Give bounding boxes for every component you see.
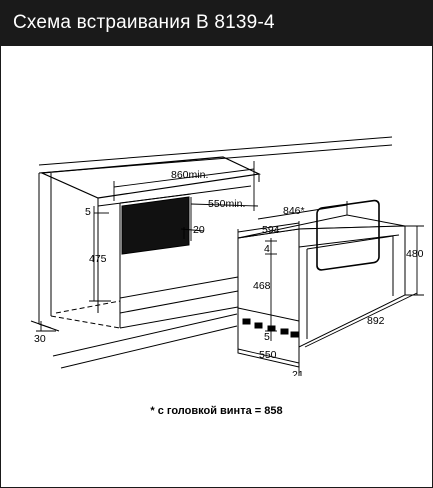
dim-5-top: 5 (85, 206, 91, 218)
page-title: Схема встраивания B 8139-4 (13, 12, 275, 33)
dim-860min: 860min. (171, 169, 208, 181)
dim-846: 846* (283, 205, 305, 217)
dim-475: 475 (89, 253, 107, 265)
dim-5-bottom: 5 (264, 331, 270, 343)
dim-30: 30 (34, 333, 46, 345)
dim-21: 21 (292, 369, 304, 376)
floor-lines (52, 313, 238, 369)
dim-20: 20 (193, 224, 205, 236)
header-bar: Схема встраивания B 8139-4 (1, 1, 432, 46)
dim-550min: 550min. (208, 198, 245, 210)
footnote: * с головкой винта = 858 (150, 405, 283, 417)
dim-550: 550 (259, 349, 277, 361)
dim-892: 892 (367, 315, 385, 327)
dim-594: 594 (262, 224, 280, 236)
dimension-lines (36, 161, 424, 376)
niche-opening (121, 196, 190, 255)
dim-468: 468 (253, 280, 271, 292)
oven-feet (242, 318, 299, 338)
installation-drawing: 860min. 550min. 5 475 20 846* 594 480 4 … (1, 46, 432, 487)
dim-4: 4 (264, 243, 270, 255)
installation-diagram: 860min. 550min. 5 475 20 846* 594 480 4 … (30, 136, 424, 376)
countertop (38, 136, 393, 207)
oven (237, 199, 406, 368)
dimension-labels: 860min. 550min. 5 475 20 846* 594 480 4 … (34, 169, 424, 376)
dim-480: 480 (406, 248, 424, 260)
